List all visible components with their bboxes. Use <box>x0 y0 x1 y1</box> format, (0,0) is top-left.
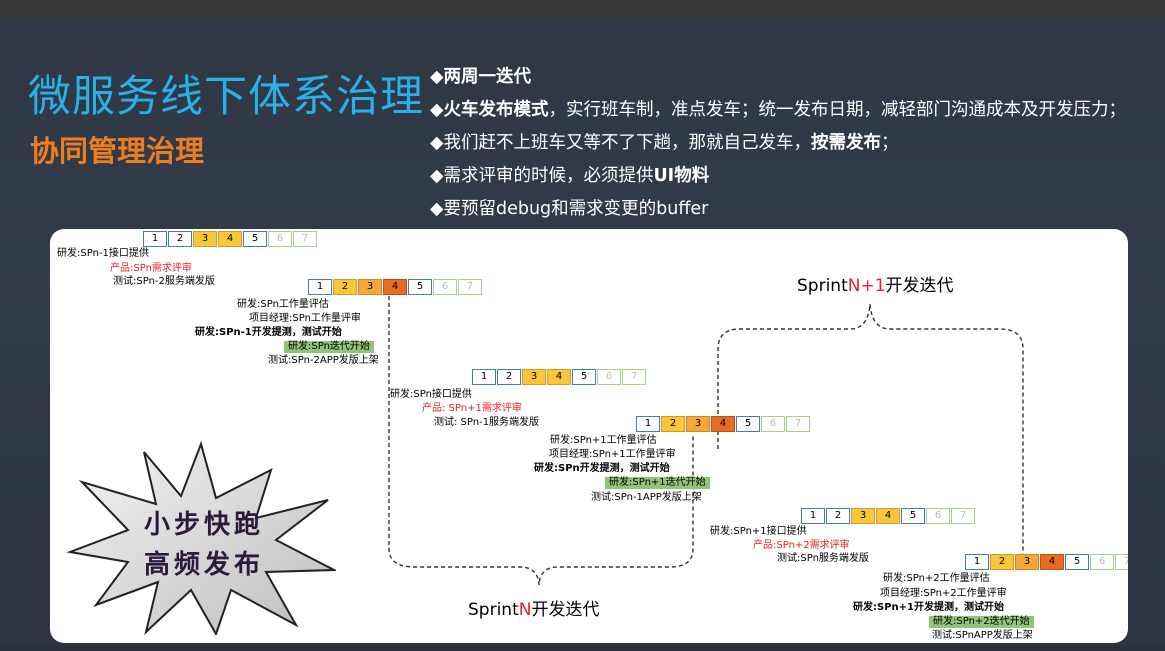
sequence-cell: 1 <box>801 508 825 524</box>
sequence-cell: 1 <box>472 369 496 385</box>
task-label: 产品:SPn需求评审 <box>110 263 192 274</box>
task-label: 测试:SPn-1APP发版上架 <box>591 492 702 503</box>
sequence-cell: 4 <box>218 231 242 247</box>
task-label: 研发:SPn+1工作量评估 <box>550 435 657 446</box>
sequence-cell: 5 <box>243 231 267 247</box>
task-label: 测试:SPnAPP发版上架 <box>932 630 1033 641</box>
sequence-cell: 6 <box>433 279 457 295</box>
sequence-cell: 7 <box>786 416 810 432</box>
sequence-cell: 2 <box>661 416 685 432</box>
bullet-item: ◆我们赶不上班车又等不了下趟，那就自己发车，按需发布； <box>430 133 899 153</box>
sequence-cell: 1 <box>308 279 332 295</box>
sequence-cell: 3 <box>851 508 875 524</box>
sequence-cell: 7 <box>1115 554 1128 570</box>
sequence-cell: 6 <box>926 508 950 524</box>
task-label: 测试:SPn-2服务端发版 <box>113 276 215 287</box>
sequence-cell: 2 <box>826 508 850 524</box>
sequence-cell: 3 <box>358 279 382 295</box>
sequence-cell: 6 <box>597 369 621 385</box>
bottom-strip <box>0 646 1165 651</box>
sequence-cell: 5 <box>736 416 760 432</box>
sequence-cell: 6 <box>1090 554 1114 570</box>
sequence-cell: 2 <box>333 279 357 295</box>
bullet-list: ◆两周一迭代 ◆火车发布模式，实行班车制，准点发车；统一发布日期，减轻部门沟通成… <box>430 62 1160 227</box>
sequence-cell: 5 <box>1065 554 1089 570</box>
sequence-cell: 4 <box>711 416 735 432</box>
sequence-cell: 1 <box>143 231 167 247</box>
sequence-cell: 2 <box>497 369 521 385</box>
task-label: 研发:SPn+1开发提测，测试开始 <box>853 602 1004 613</box>
task-label-highlight: 研发:SPn+1迭代开始 <box>605 477 710 489</box>
sequence-row: 1 2 3 4 5 6 7 <box>965 554 1128 570</box>
task-label-highlight: 研发:SPn+2迭代开始 <box>929 616 1034 628</box>
task-label: 研发:SPn接口提供 <box>390 389 472 400</box>
starburst-badge: 小步快跑 高频发布 <box>66 440 338 637</box>
sequence-cell: 1 <box>965 554 989 570</box>
task-label: 研发:SPn+2工作量评估 <box>883 573 990 584</box>
sequence-cell: 7 <box>458 279 482 295</box>
sequence-cell: 3 <box>686 416 710 432</box>
sequence-cell: 4 <box>383 279 407 295</box>
task-label: 产品:SPn+2需求评审 <box>753 540 850 551</box>
sequence-cell: 4 <box>1040 554 1064 570</box>
task-label: 测试:SPn服务端发版 <box>777 553 869 564</box>
task-label: 项目经理:SPn+2工作量评审 <box>880 588 1007 599</box>
task-label: 项目经理:SPn工作量评审 <box>249 313 361 324</box>
bullet-item: ◆要预留debug和需求变更的buffer <box>430 199 709 219</box>
sequence-cell: 7 <box>293 231 317 247</box>
sequence-cell: 3 <box>193 231 217 247</box>
page-subtitle: 协同管理治理 <box>30 134 205 168</box>
task-label: 研发:SPn工作量评估 <box>237 299 329 310</box>
sprint-n-label: SprintN开发迭代 <box>468 600 600 620</box>
sprint-n1-label: SprintN+1开发迭代 <box>797 276 954 296</box>
sequence-cell: 7 <box>951 508 975 524</box>
star-text: 小步快跑 <box>144 510 265 540</box>
task-label: 测试:SPn-2APP发版上架 <box>268 355 379 366</box>
sequence-row: 1 2 3 4 5 6 7 <box>801 508 976 524</box>
sequence-row: 1 2 3 4 5 6 7 <box>636 416 811 432</box>
bullet-item: ◆需求评审的时候，必须提供UI物料 <box>430 166 710 186</box>
sequence-cell: 1 <box>636 416 660 432</box>
sequence-cell: 7 <box>622 369 646 385</box>
sequence-cell: 3 <box>522 369 546 385</box>
sequence-row: 1 2 3 4 5 6 7 <box>143 231 318 247</box>
sequence-cell: 3 <box>1015 554 1039 570</box>
task-label: 研发:SPn开发提测，测试开始 <box>534 463 670 474</box>
sequence-row: 1 2 3 4 5 6 7 <box>472 369 647 385</box>
task-label: 测试: SPn-1服务端发版 <box>434 417 540 428</box>
sprint-timeline-diagram: 1 2 3 4 5 6 7 研发:SPn-1接口提供 产品:SPn需求评审 测试… <box>50 229 1128 643</box>
task-label-highlight: 研发:SPn迭代开始 <box>284 341 374 353</box>
bullet-item: ◆火车发布模式，实行班车制，准点发车；统一发布日期，减轻部门沟通成本及开发压力； <box>430 100 1126 120</box>
task-label: 研发:SPn+1接口提供 <box>710 526 807 537</box>
sequence-row: 1 2 3 4 5 6 7 <box>308 279 483 295</box>
task-label: 项目经理:SPn+1工作量评审 <box>549 449 676 460</box>
dashed-connectors <box>388 296 1024 586</box>
task-label: 研发:SPn-1接口提供 <box>57 248 149 259</box>
task-label: 研发:SPn-1开发提测，测试开始 <box>195 327 342 338</box>
top-bar <box>0 0 1165 18</box>
starburst-icon <box>66 440 338 637</box>
sequence-cell: 2 <box>990 554 1014 570</box>
sequence-cell: 4 <box>547 369 571 385</box>
sequence-cell: 6 <box>761 416 785 432</box>
sequence-cell: 6 <box>268 231 292 247</box>
sequence-cell: 4 <box>876 508 900 524</box>
sequence-cell: 5 <box>901 508 925 524</box>
sequence-cell: 2 <box>168 231 192 247</box>
task-label: 产品: SPn+1需求评审 <box>422 403 522 414</box>
sequence-cell: 5 <box>572 369 596 385</box>
star-text: 高频发布 <box>144 550 265 580</box>
bullet-item: ◆两周一迭代 <box>430 67 531 87</box>
page-title: 微服务线下体系治理 <box>28 72 424 122</box>
sequence-cell: 5 <box>408 279 432 295</box>
